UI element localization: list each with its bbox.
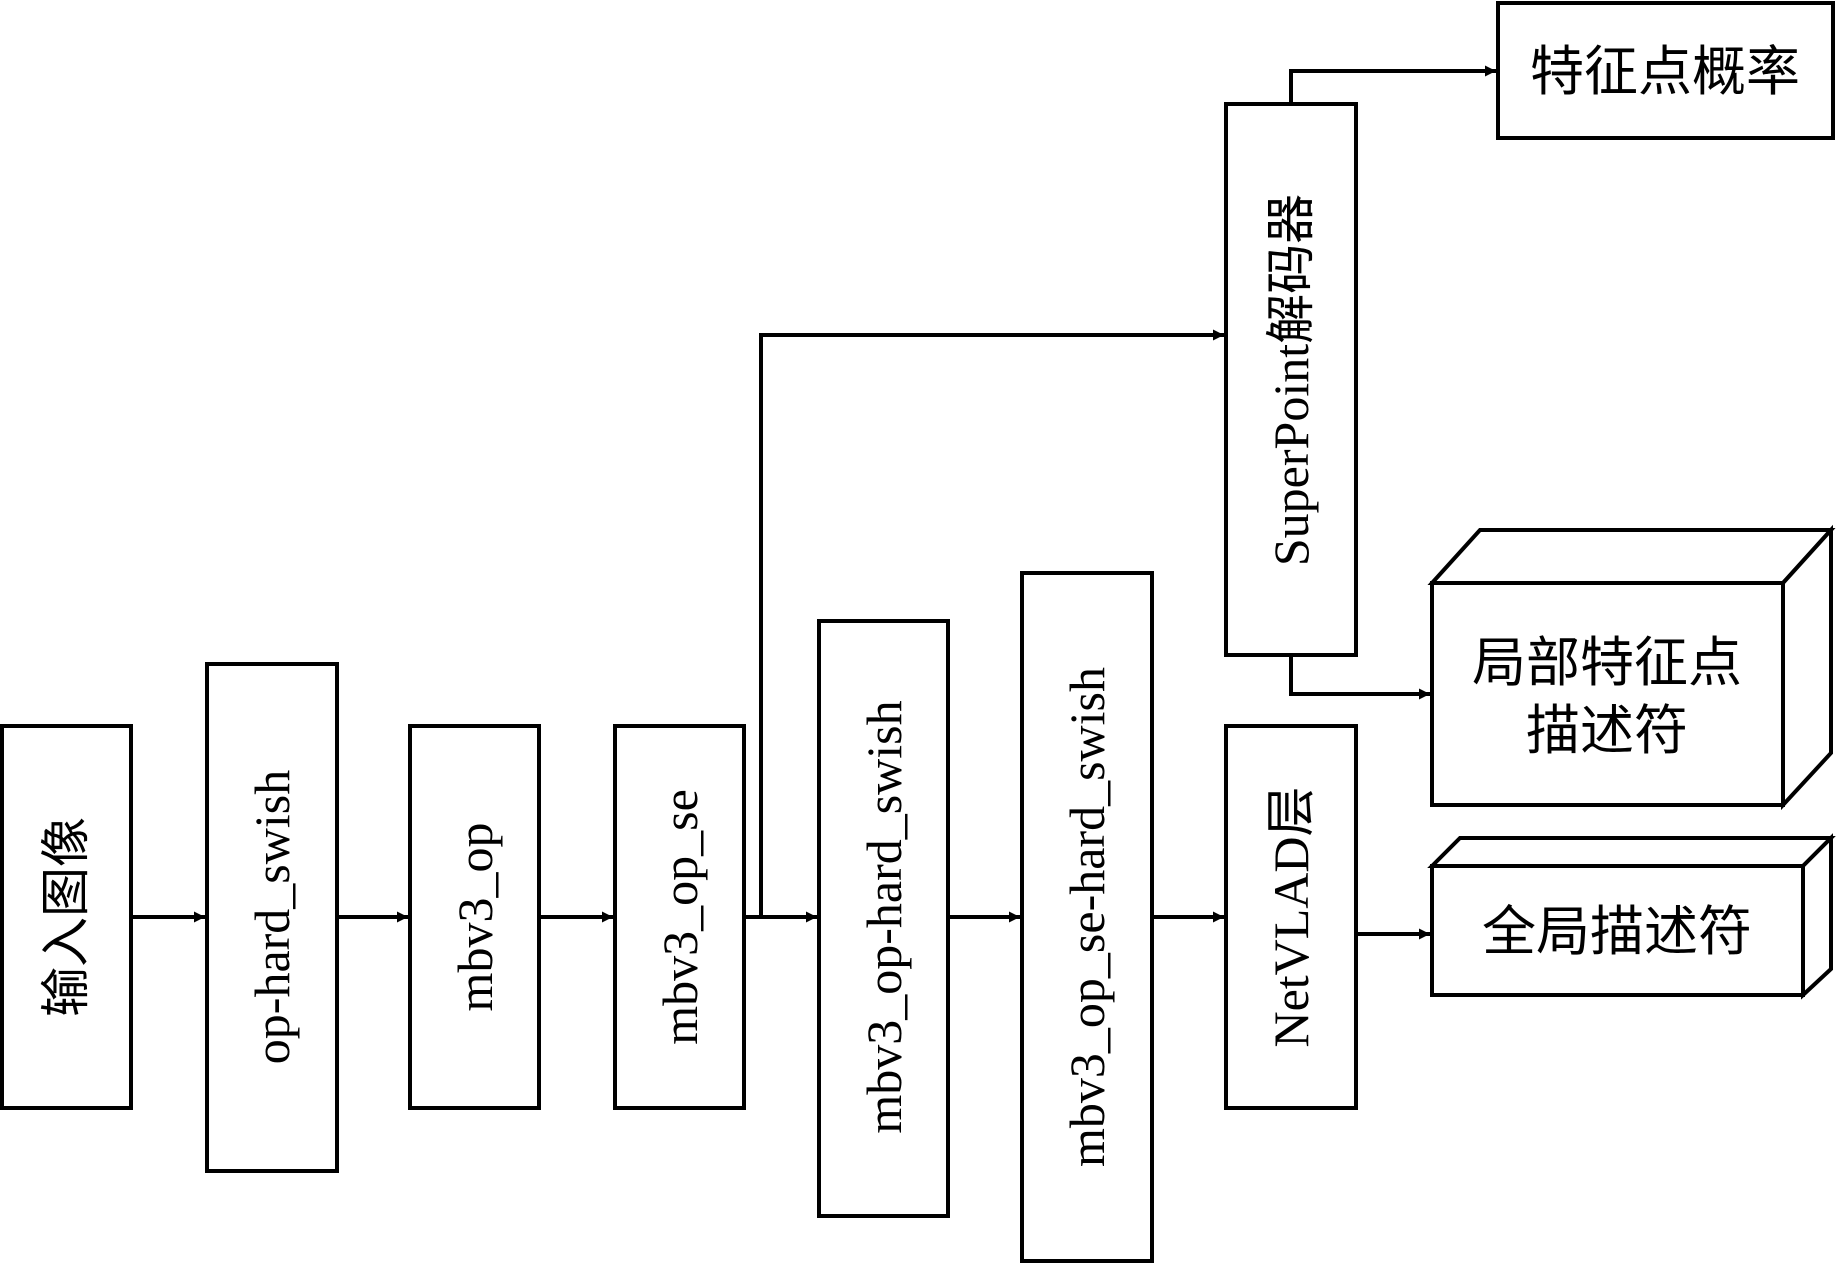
arrow-branch-to-superpoint — [759, 329, 1224, 917]
arrow-superpoint-to-keypoint-prob — [1289, 65, 1496, 104]
local-descriptor-output: 局部特征点 描述符 — [1427, 524, 1836, 811]
local-descriptor-label-line1: 局部特征点 — [1472, 633, 1742, 693]
mbv3-op-se-label: mbv3_op_se — [652, 789, 708, 1045]
netvlad-layer-label: NetVLAD层 — [1263, 786, 1319, 1047]
netvlad-layer-node: NetVLAD层 — [1224, 724, 1358, 1110]
mbv3-op-se-hard-swish-node: mbv3_op_se-hard_swish — [1020, 571, 1154, 1263]
mbv3-op-hard-swish-label: mbv3_op-hard_swish — [856, 700, 912, 1133]
input-image-node: 输入图像 — [0, 724, 133, 1110]
mbv3-op-label: mbv3_op — [447, 823, 503, 1012]
local-descriptor-label-line2: 描述符 — [1526, 701, 1688, 761]
input-image-label: 输入图像 — [38, 817, 94, 1017]
op-hard-swish-node: op-hard_swish — [205, 662, 339, 1173]
mbv3-op-hard-swish-node: mbv3_op-hard_swish — [817, 619, 950, 1218]
arrow-superpoint-to-local-desc — [1289, 655, 1430, 700]
mbv3-op-node: mbv3_op — [408, 724, 541, 1110]
op-hard-swish-label: op-hard_swish — [244, 770, 300, 1064]
superpoint-decoder-node: SuperPoint解码器 — [1224, 102, 1358, 657]
superpoint-decoder-label: SuperPoint解码器 — [1263, 194, 1319, 566]
global-descriptor-label: 全局描述符 — [1482, 902, 1752, 962]
keypoint-probability-label: 特征点概率 — [1530, 42, 1800, 102]
mbv3-op-se-node: mbv3_op_se — [613, 724, 746, 1110]
global-descriptor-output: 全局描述符 — [1427, 833, 1836, 1000]
keypoint-probability-output: 特征点概率 — [1496, 1, 1835, 140]
mbv3-op-se-hard-swish-label: mbv3_op_se-hard_swish — [1059, 667, 1115, 1167]
